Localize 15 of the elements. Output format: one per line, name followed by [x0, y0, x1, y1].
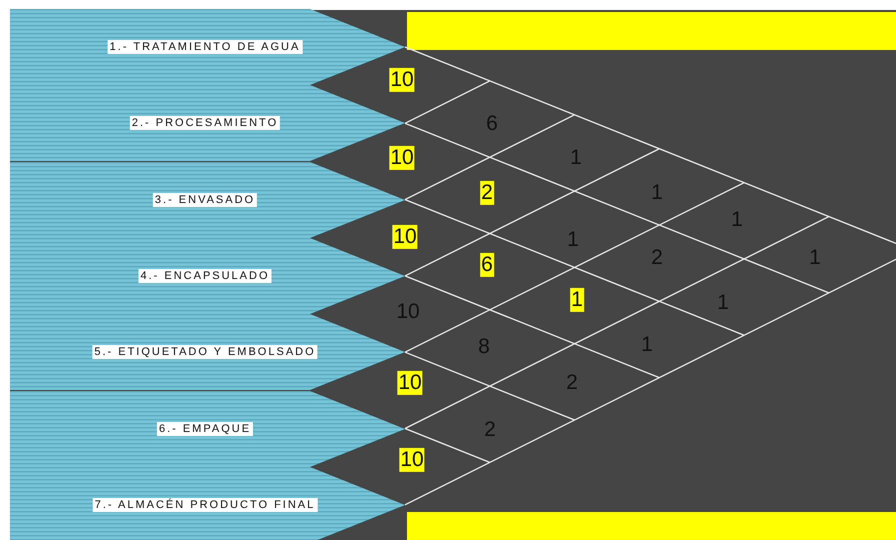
relationship-value: 2 — [480, 180, 494, 206]
relationship-value: 10 — [389, 68, 415, 92]
activity-label: 6.- EMPAQUE — [156, 422, 254, 436]
relationship-value: 10 — [399, 448, 425, 472]
relationship-value: 6 — [480, 252, 494, 278]
activity-label: 5.- ETIQUETADO Y EMBOLSADO — [92, 345, 318, 360]
relationship-value: 1 — [570, 288, 584, 312]
activity-label: 7.- ALMACÉN PRODUCTO FINAL — [92, 498, 318, 512]
activity-label: 4.- ENCAPSULADO — [138, 268, 272, 283]
relationship-value: 10 — [397, 370, 423, 396]
activity-label: 3.- ENVASADO — [152, 192, 258, 207]
relationship-value: 10 — [389, 146, 415, 170]
relationship-value: 10 — [392, 224, 418, 250]
activity-label: 2.- PROCESAMIENTO — [130, 116, 280, 130]
activity-label: 1.- TRATAMIENTO DE AGUA — [108, 40, 302, 54]
